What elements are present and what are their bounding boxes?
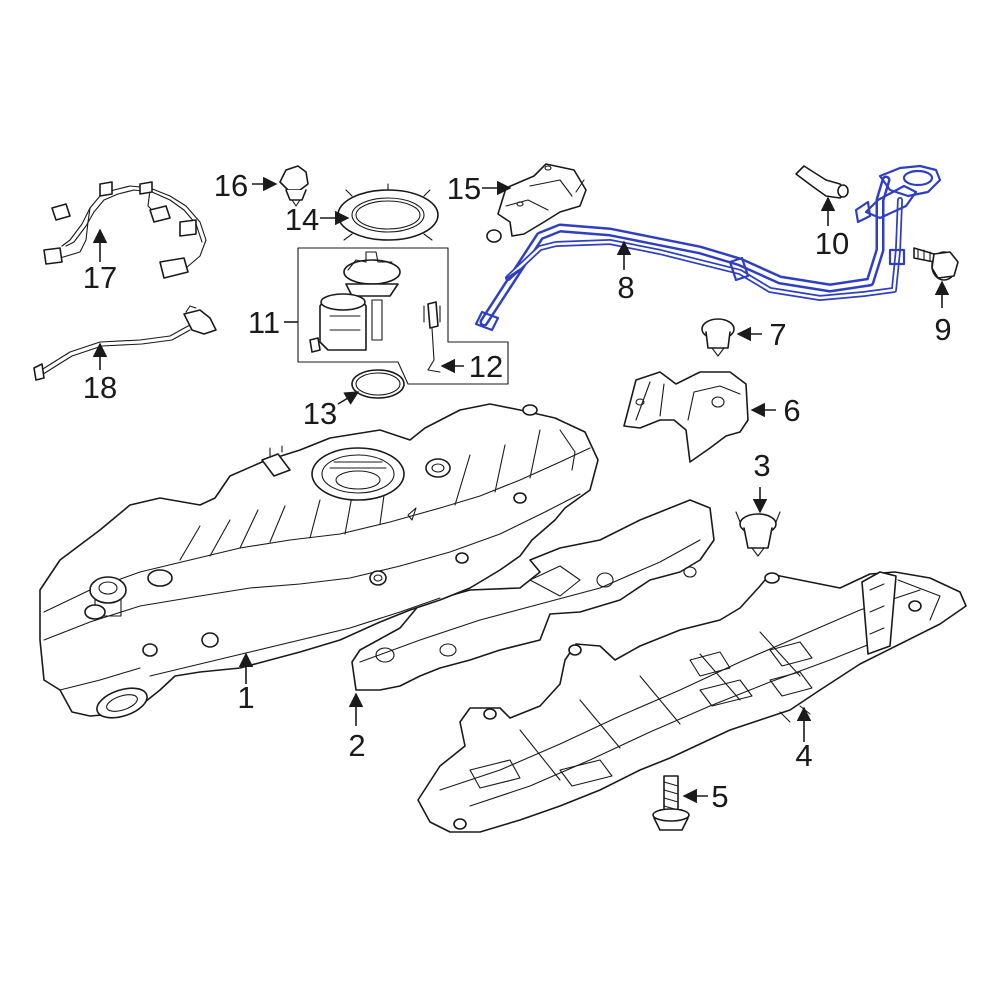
flange-bolt[interactable]: [913, 247, 959, 281]
callout-11: 11: [248, 305, 280, 340]
leader-lines: [92, 176, 950, 804]
mounting-bracket[interactable]: [486, 163, 587, 243]
skid-plate[interactable]: [417, 571, 967, 833]
callout-1: 1: [237, 680, 254, 715]
callout-9: 9: [934, 312, 951, 347]
callout-2: 2: [348, 728, 365, 763]
filler-neck-shield[interactable]: [623, 371, 749, 463]
callout-3: 3: [753, 448, 770, 483]
fuel-level-sensor[interactable]: [423, 301, 441, 373]
clip[interactable]: [279, 165, 309, 207]
callout-5: 5: [711, 779, 728, 814]
fuel-tank[interactable]: [39, 403, 599, 723]
callout-6: 6: [783, 393, 800, 428]
tank-heat-shield[interactable]: [351, 499, 715, 691]
vent-hose[interactable]: [795, 165, 849, 199]
callout-13: 13: [303, 396, 337, 431]
seal-ring[interactable]: [351, 369, 405, 399]
callout-18: 18: [83, 370, 117, 405]
fuel-filler-pipe[interactable]: [474, 164, 942, 332]
callout-labels: 1 2 3 4 5 6 7 8 9 10 11 12 13 14 15 16 1…: [83, 168, 952, 814]
skid-plate-bolt[interactable]: [652, 775, 690, 831]
callout-14: 14: [285, 202, 319, 237]
push-pin-retainer[interactable]: [735, 511, 781, 557]
callout-7: 7: [769, 317, 786, 352]
lock-ring[interactable]: [337, 183, 439, 241]
grommet[interactable]: [701, 318, 735, 357]
callout-8: 8: [617, 270, 634, 305]
wiring-harness[interactable]: [43, 181, 207, 279]
callout-16: 16: [214, 168, 248, 203]
callout-10: 10: [815, 226, 849, 261]
callout-17: 17: [83, 260, 117, 295]
callout-15: 15: [447, 171, 481, 206]
fuel-pump-module[interactable]: [297, 247, 509, 385]
callout-12: 12: [469, 349, 503, 384]
vapor-line[interactable]: [33, 305, 217, 381]
callout-4: 4: [795, 738, 812, 773]
